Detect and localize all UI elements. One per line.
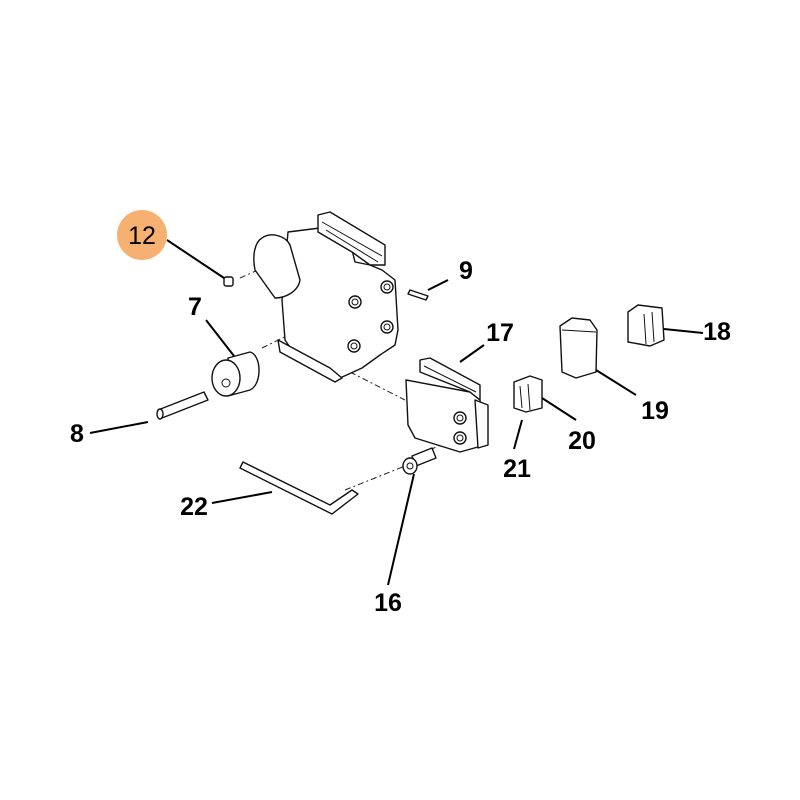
callout-12[interactable]: 12	[117, 210, 167, 260]
callout-20[interactable]: 20	[568, 427, 596, 455]
hex-key-part-22	[239, 461, 359, 515]
part-19	[559, 317, 598, 379]
callout-19[interactable]: 19	[641, 397, 669, 425]
callout-9[interactable]: 9	[459, 257, 473, 285]
bolt-part-16	[402, 447, 437, 475]
callout-18[interactable]: 18	[703, 318, 731, 346]
roller-part-7	[211, 351, 260, 397]
part-18	[627, 304, 665, 347]
callout-7[interactable]: 7	[188, 293, 202, 321]
callout-22[interactable]: 22	[180, 493, 208, 521]
part-20	[513, 375, 543, 413]
main-housing-part	[253, 211, 399, 383]
pin-part-9	[407, 289, 429, 301]
block-part-17	[405, 357, 489, 453]
leader-lines	[89, 239, 704, 586]
pin-part-8	[156, 391, 209, 420]
callout-label: 12	[128, 222, 156, 250]
callout-17[interactable]: 17	[486, 319, 514, 347]
screw-part-12	[223, 276, 234, 287]
callout-21[interactable]: 21	[503, 455, 531, 483]
callout-8[interactable]: 8	[70, 420, 84, 448]
callout-16[interactable]: 16	[374, 589, 402, 617]
highlight-badge	[117, 210, 167, 260]
